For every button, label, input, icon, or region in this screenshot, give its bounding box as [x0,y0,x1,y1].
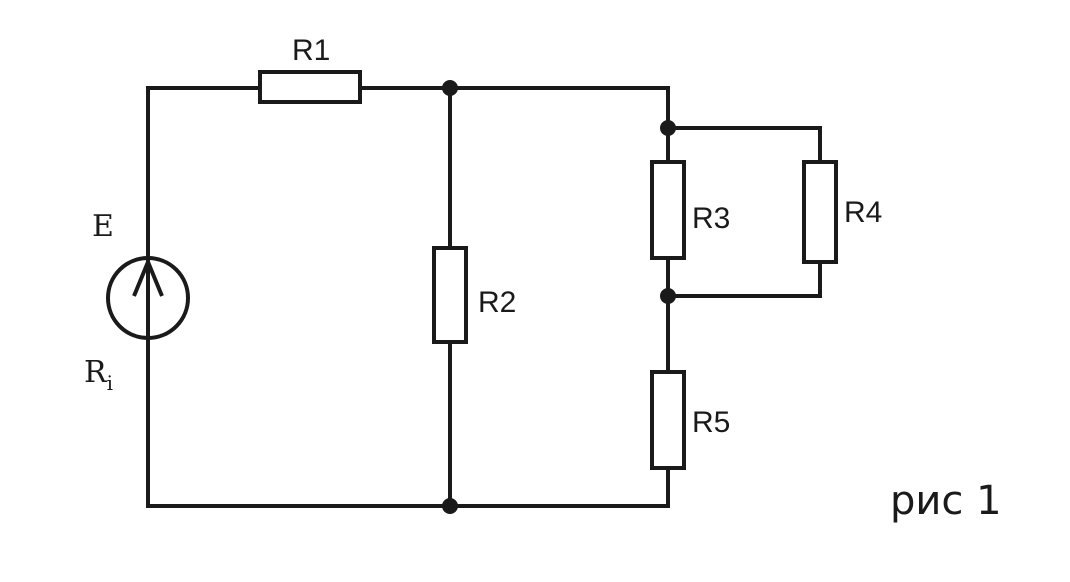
label-r3: R3 [692,202,730,235]
label-ri-sub: i [107,371,113,395]
node-r3-r4-top [660,120,676,136]
resistor-r2 [432,246,468,344]
label-r2: R2 [478,286,516,319]
resistor-r1 [258,70,362,104]
label-r4: R4 [844,196,882,229]
label-ri-main: R [84,355,108,390]
node-bottom-middle [442,498,458,514]
node-r3-r4-bottom [660,288,676,304]
node-top-middle [442,80,458,96]
label-e: E [92,209,114,244]
resistor-r5 [650,370,686,470]
label-r5: R5 [692,406,730,439]
resistor-r3 [650,160,686,260]
label-r1: R1 [292,34,330,67]
figure-caption: рис 1 [890,478,1002,524]
label-ri: Ri [84,355,113,395]
resistor-r4 [802,160,838,264]
circuit-wires [146,86,822,508]
voltage-source-icon [106,256,190,340]
